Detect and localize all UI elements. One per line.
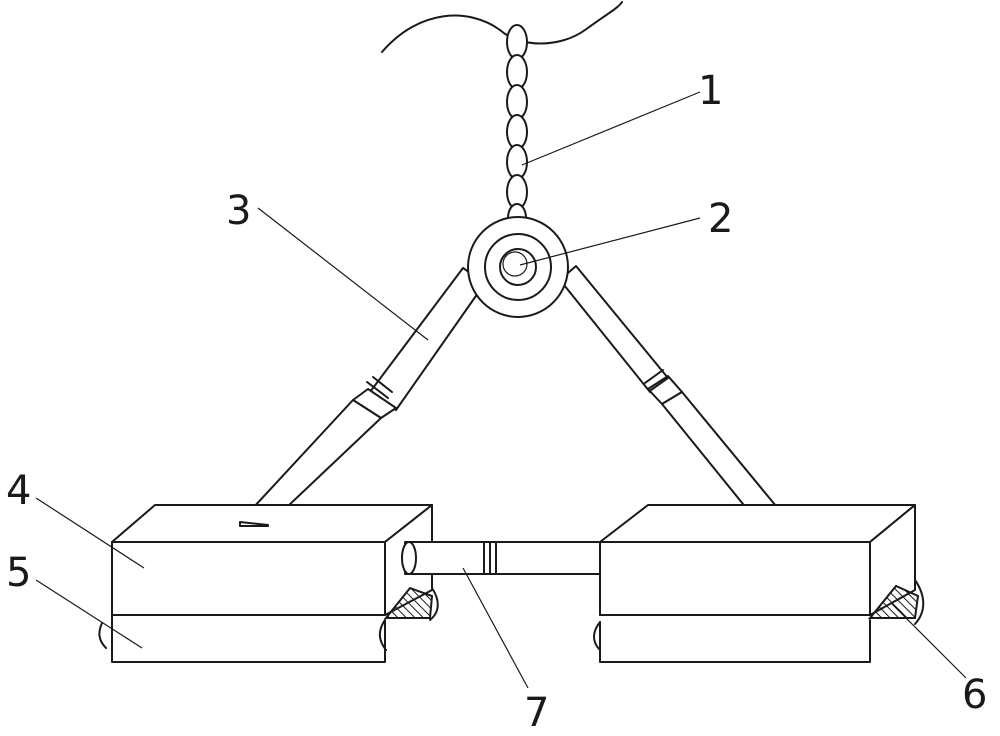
hatched-pad [867,584,920,619]
left-block [111,504,433,616]
label-2: 2 [708,196,733,242]
right-block [599,504,916,616]
label-1: 1 [698,68,723,114]
pulley-ring [467,216,569,318]
crane-outline [381,1,623,53]
chain [506,24,528,233]
label-6: 6 [962,672,987,718]
connecting-rod [401,541,601,575]
right-base [593,579,925,663]
label-4: 4 [6,468,31,514]
label-5: 5 [6,550,31,596]
left-telescopic-arm [239,267,486,526]
label-3: 3 [226,188,251,234]
right-telescopic-arm [559,265,791,526]
left-base [98,586,439,663]
label-7: 7 [524,690,549,736]
leader-lines [35,91,967,689]
